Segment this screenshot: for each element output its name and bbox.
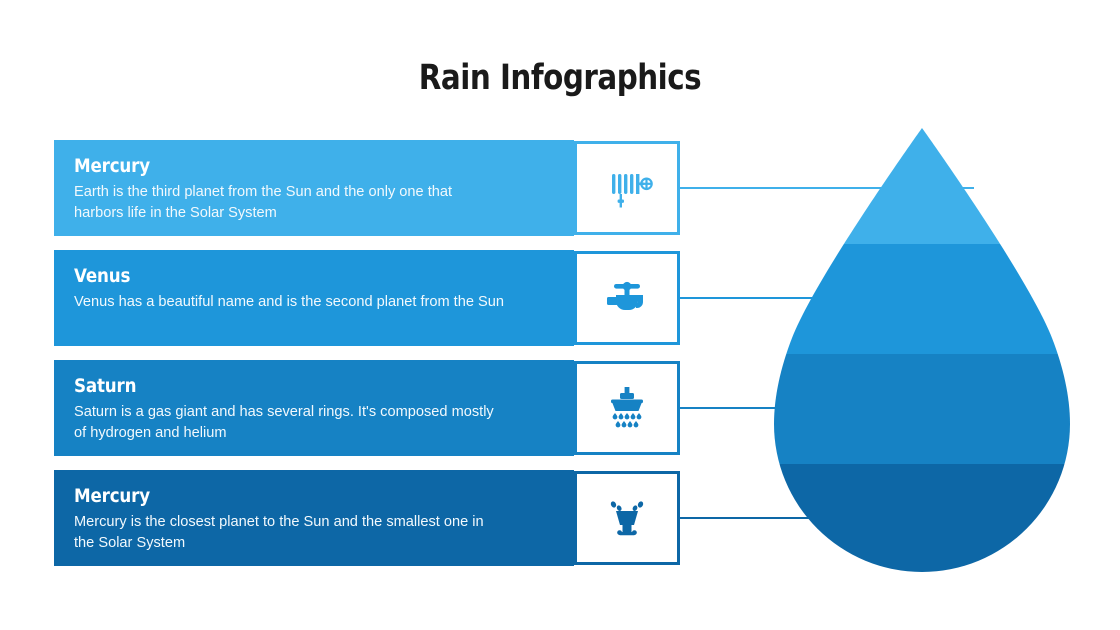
info-card[interactable]: Mercury Earth is the third planet from t… (54, 140, 574, 236)
info-card-title: Mercury (74, 155, 150, 177)
info-card-description: Mercury is the closest planet to the Sun… (74, 514, 484, 551)
droplet-band (774, 244, 1070, 354)
info-card-title: Saturn (74, 375, 137, 397)
info-row-list: Mercury Earth is the third planet from t… (54, 140, 974, 580)
droplet-band (774, 128, 1070, 244)
info-card-icon-box[interactable] (574, 141, 680, 235)
connector-line (680, 517, 876, 519)
info-card-icon-box[interactable] (574, 361, 680, 455)
droplet-band (774, 354, 1070, 464)
splashing-bucket-icon (601, 492, 653, 544)
connector-line (680, 187, 974, 189)
info-row[interactable]: Mercury Earth is the third planet from t… (54, 140, 974, 236)
info-row[interactable]: Venus Venus has a beautiful name and is … (54, 250, 890, 346)
droplet-band (774, 464, 1070, 572)
info-card-description: Earth is the third planet from the Sun a… (74, 184, 453, 221)
info-card[interactable]: Venus Venus has a beautiful name and is … (54, 250, 574, 346)
info-row[interactable]: Mercury Mercury is the closest planet to… (54, 470, 876, 566)
info-card[interactable]: Saturn Saturn is a gas giant and has sev… (54, 360, 574, 456)
info-card-icon-box[interactable] (574, 471, 680, 565)
info-row[interactable]: Saturn Saturn is a gas giant and has sev… (54, 360, 848, 456)
faucet-tap-icon (600, 271, 654, 325)
info-card-icon-box[interactable] (574, 251, 680, 345)
info-card[interactable]: Mercury Mercury is the closest planet to… (54, 470, 574, 566)
info-card-description: Saturn is a gas giant and has several ri… (74, 404, 494, 441)
connector-line (680, 407, 848, 409)
shower-head-icon (601, 382, 653, 434)
page-title: Rain Infographics (418, 58, 702, 98)
water-droplet-chart (760, 126, 1090, 586)
info-card-title: Mercury (74, 485, 150, 507)
info-card-description: Venus has a beautiful name and is the se… (74, 294, 504, 310)
fire-hose-reel-icon (600, 161, 654, 215)
connector-line (680, 297, 890, 299)
info-card-title: Venus (74, 265, 131, 287)
